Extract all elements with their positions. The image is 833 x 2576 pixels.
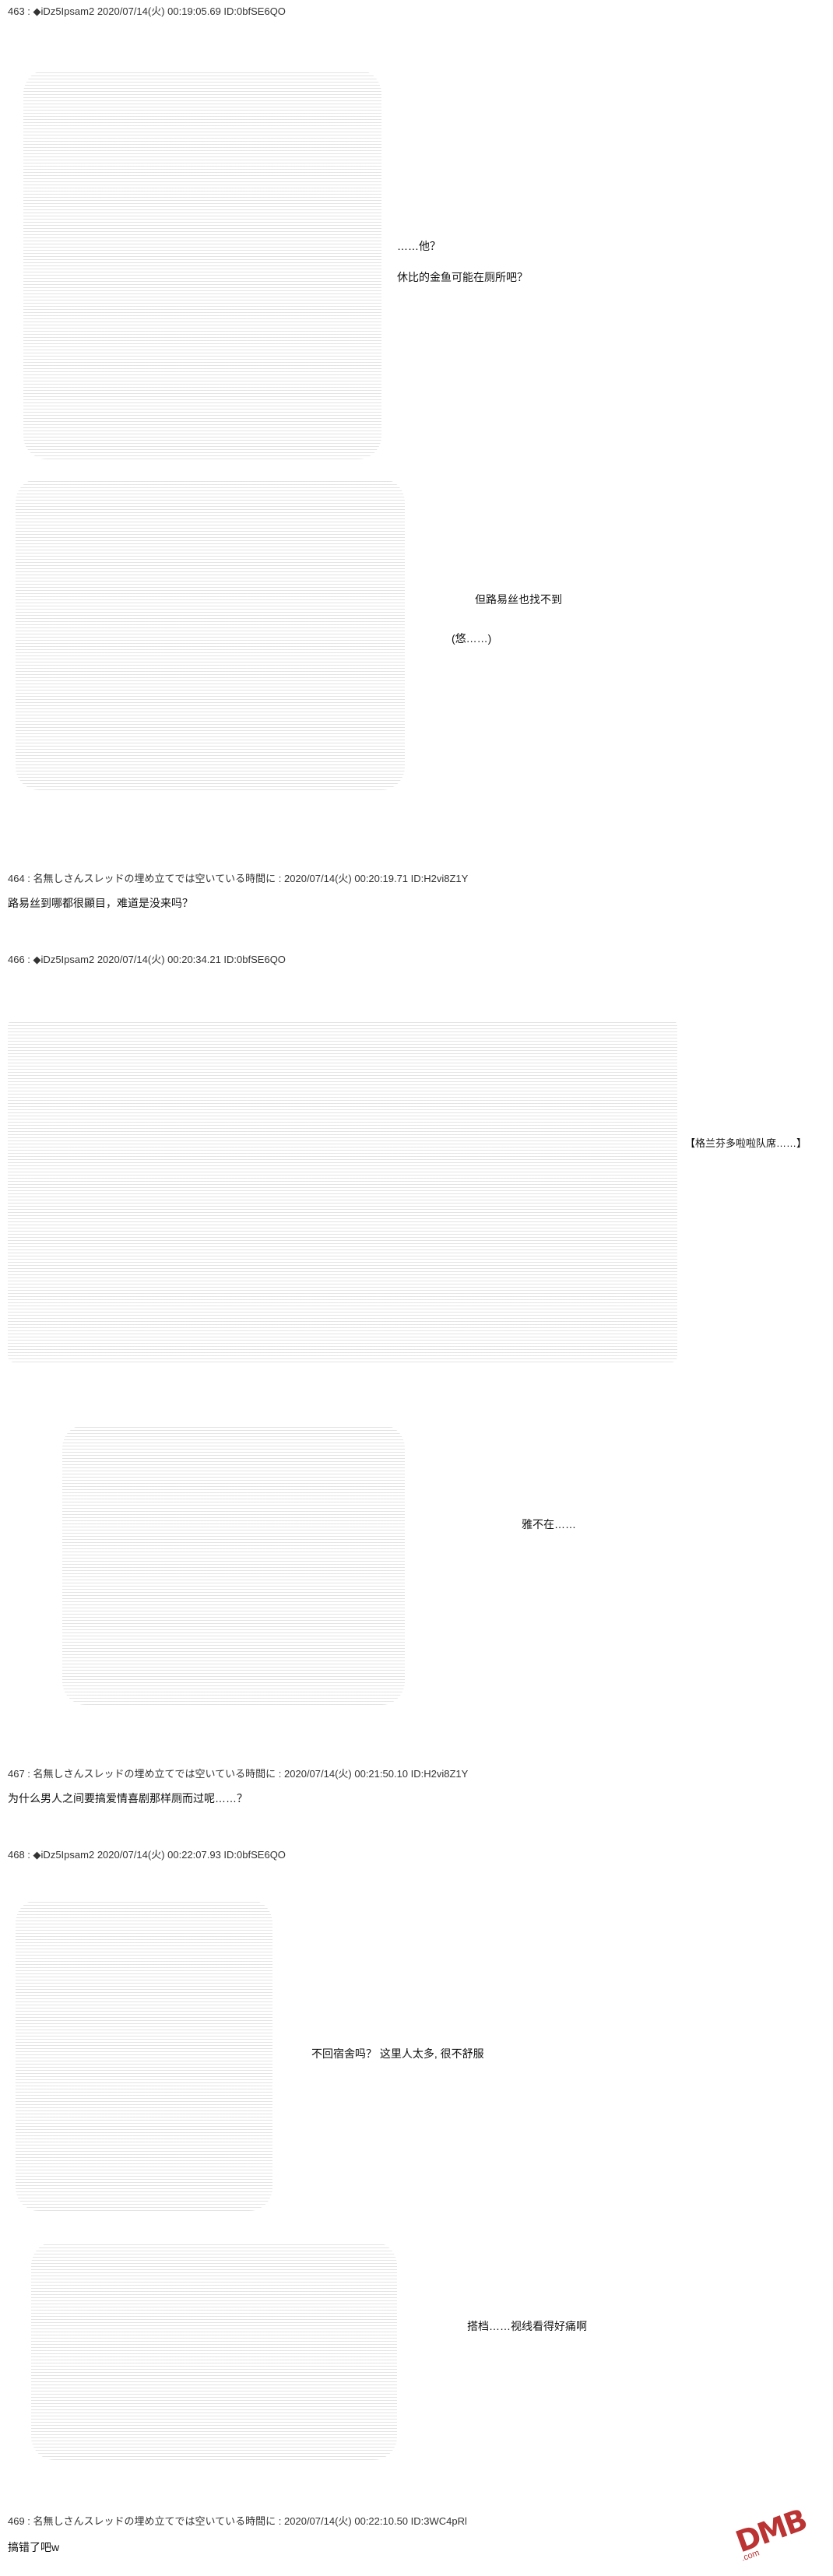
poster-name[interactable]: ◆iDz5Ipsam2 [33,1849,95,1861]
post-number: 466 : [8,954,30,965]
dialog-line: 但路易丝也找不到 [475,593,562,606]
post-number: 464 : [8,873,30,884]
post-header-467: 467 : 名無しさんスレッドの埋め立てでは空いている時間に : 2020/07… [8,1766,468,1780]
post-meta: : 2020/07/14(火) 00:20:19.71 ID:H2vi8Z1Y [278,873,469,884]
post-number: 468 : [8,1849,30,1861]
post-meta: 2020/07/14(火) 00:19:05.69 ID:0bfSE6QO [97,5,286,17]
post-meta: : 2020/07/14(火) 00:21:50.10 ID:H2vi8Z1Y [278,1768,469,1780]
dialog-line: 休比的金鱼可能在厕所吧？ [397,271,528,283]
dialog-line: ……他？ [397,240,441,252]
post-header-468: 468 : ◆iDz5Ipsam2 2020/07/14(火) 00:22:07… [8,1847,286,1861]
post-meta: 2020/07/14(火) 00:22:07.93 ID:0bfSE6QO [97,1849,286,1861]
ascii-art-stadium [8,1020,677,1362]
post-body-464: 路易丝到哪都很顯目，难道是没来吗？ [8,897,193,909]
dialog-line: (悠……) [452,632,492,645]
ascii-art-character-3 [62,1425,405,1705]
post-body-467: 为什么男人之间要搞爱情喜剧那样厕而过呢……？ [8,1792,248,1805]
post-header-464: 464 : 名無しさんスレッドの埋め立てでは空いている時間に : 2020/07… [8,870,468,885]
poster-name[interactable]: ◆iDz5Ipsam2 [33,954,95,965]
site-watermark: DMB .com [731,2503,828,2568]
dialog-line: 【格兰芬多啦啦队席……】 [685,1137,807,1149]
dialog-line: 雅不在…… [522,1518,576,1530]
ascii-art-girl-2 [16,479,405,790]
post-meta: 2020/07/14(火) 00:20:34.21 ID:0bfSE6QO [97,954,286,965]
ascii-art-characters-5 [31,2242,397,2460]
poster-name[interactable]: ◆iDz5Ipsam2 [33,5,95,17]
dialog-line: 不回宿舍吗？ 这里人太多, 很不舒服 [311,2047,484,2060]
ascii-art-girl-1 [23,70,381,459]
watermark-logo: DMB [731,2502,811,2560]
post-number: 469 : [8,2515,30,2527]
poster-name[interactable]: 名無しさんスレッドの埋め立てでは空いている時間に [33,873,276,884]
poster-name[interactable]: 名無しさんスレッドの埋め立てでは空いている時間に [33,1768,276,1780]
post-number: 463 : [8,5,30,17]
post-body-469: 搞错了吧w [8,2541,60,2553]
post-header-466: 466 : ◆iDz5Ipsam2 2020/07/14(火) 00:20:34… [8,951,286,966]
ascii-art-character-4 [16,1899,272,2211]
poster-name[interactable]: 名無しさんスレッドの埋め立てでは空いている時間に [33,2515,276,2527]
dialog-line: 搭档……视线看得好痛啊 [467,2320,587,2332]
post-header-469: 469 : 名無しさんスレッドの埋め立てでは空いている時間に : 2020/07… [8,2513,467,2528]
post-header-463: 463 : ◆iDz5Ipsam2 2020/07/14(火) 00:19:05… [8,3,286,18]
post-number: 467 : [8,1768,30,1780]
post-meta: : 2020/07/14(火) 00:22:10.50 ID:3WC4pRl [278,2515,467,2527]
